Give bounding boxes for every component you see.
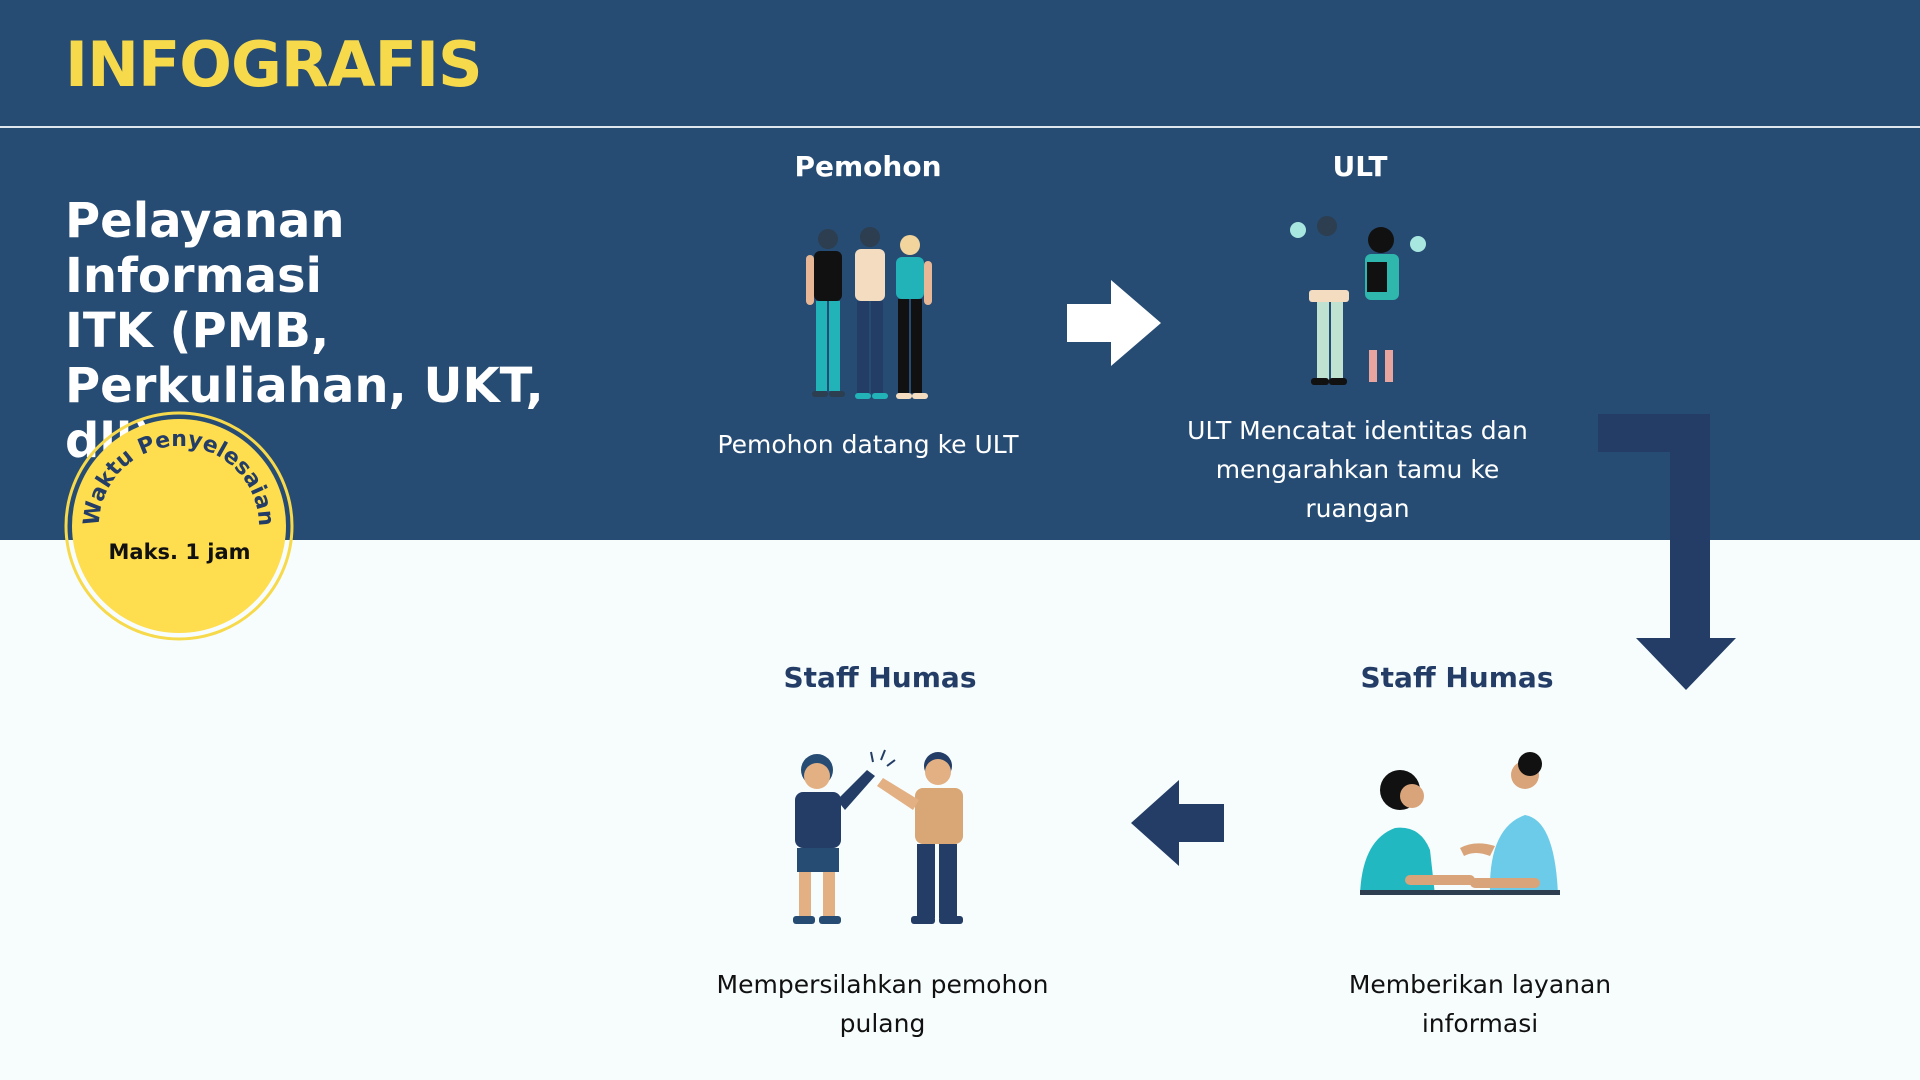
group-of-three-people-icon xyxy=(800,225,940,410)
step-description-staff-humas-2: Mempersilahkan pemohon pulang xyxy=(716,970,1049,1038)
two-people-high-five-icon xyxy=(775,748,990,928)
page-title: INFOGRAFIS xyxy=(65,28,483,101)
arrow-down-icon xyxy=(1598,414,1736,690)
two-staff-with-documents-icon xyxy=(1285,210,1430,390)
step-heading-staff-humas-2: Staff Humas xyxy=(783,661,977,694)
header-divider xyxy=(0,126,1920,128)
arrow-left-icon xyxy=(1131,780,1224,866)
two-people-talking-icon xyxy=(1340,750,1575,900)
step-description-pemohon: Pemohon datang ke ULT xyxy=(717,430,1019,459)
completion-time-badge: Waktu Penyelesaian Maks. 1 jam xyxy=(63,410,296,643)
step-description-staff-humas-1: Memberikan layanan informasi xyxy=(1348,970,1612,1038)
step-heading-staff-humas-1: Staff Humas xyxy=(1360,661,1554,694)
step-heading-ult: ULT xyxy=(1332,150,1388,183)
arrow-right-icon xyxy=(1067,280,1161,366)
step-heading-pemohon: Pemohon xyxy=(794,150,942,183)
step-description-ult: ULT Mencatat identitas dan mengarahkan t… xyxy=(1187,416,1528,523)
badge-duration: Maks. 1 jam xyxy=(108,540,251,564)
badge-circle-icon: Waktu Penyelesaian xyxy=(64,411,294,641)
